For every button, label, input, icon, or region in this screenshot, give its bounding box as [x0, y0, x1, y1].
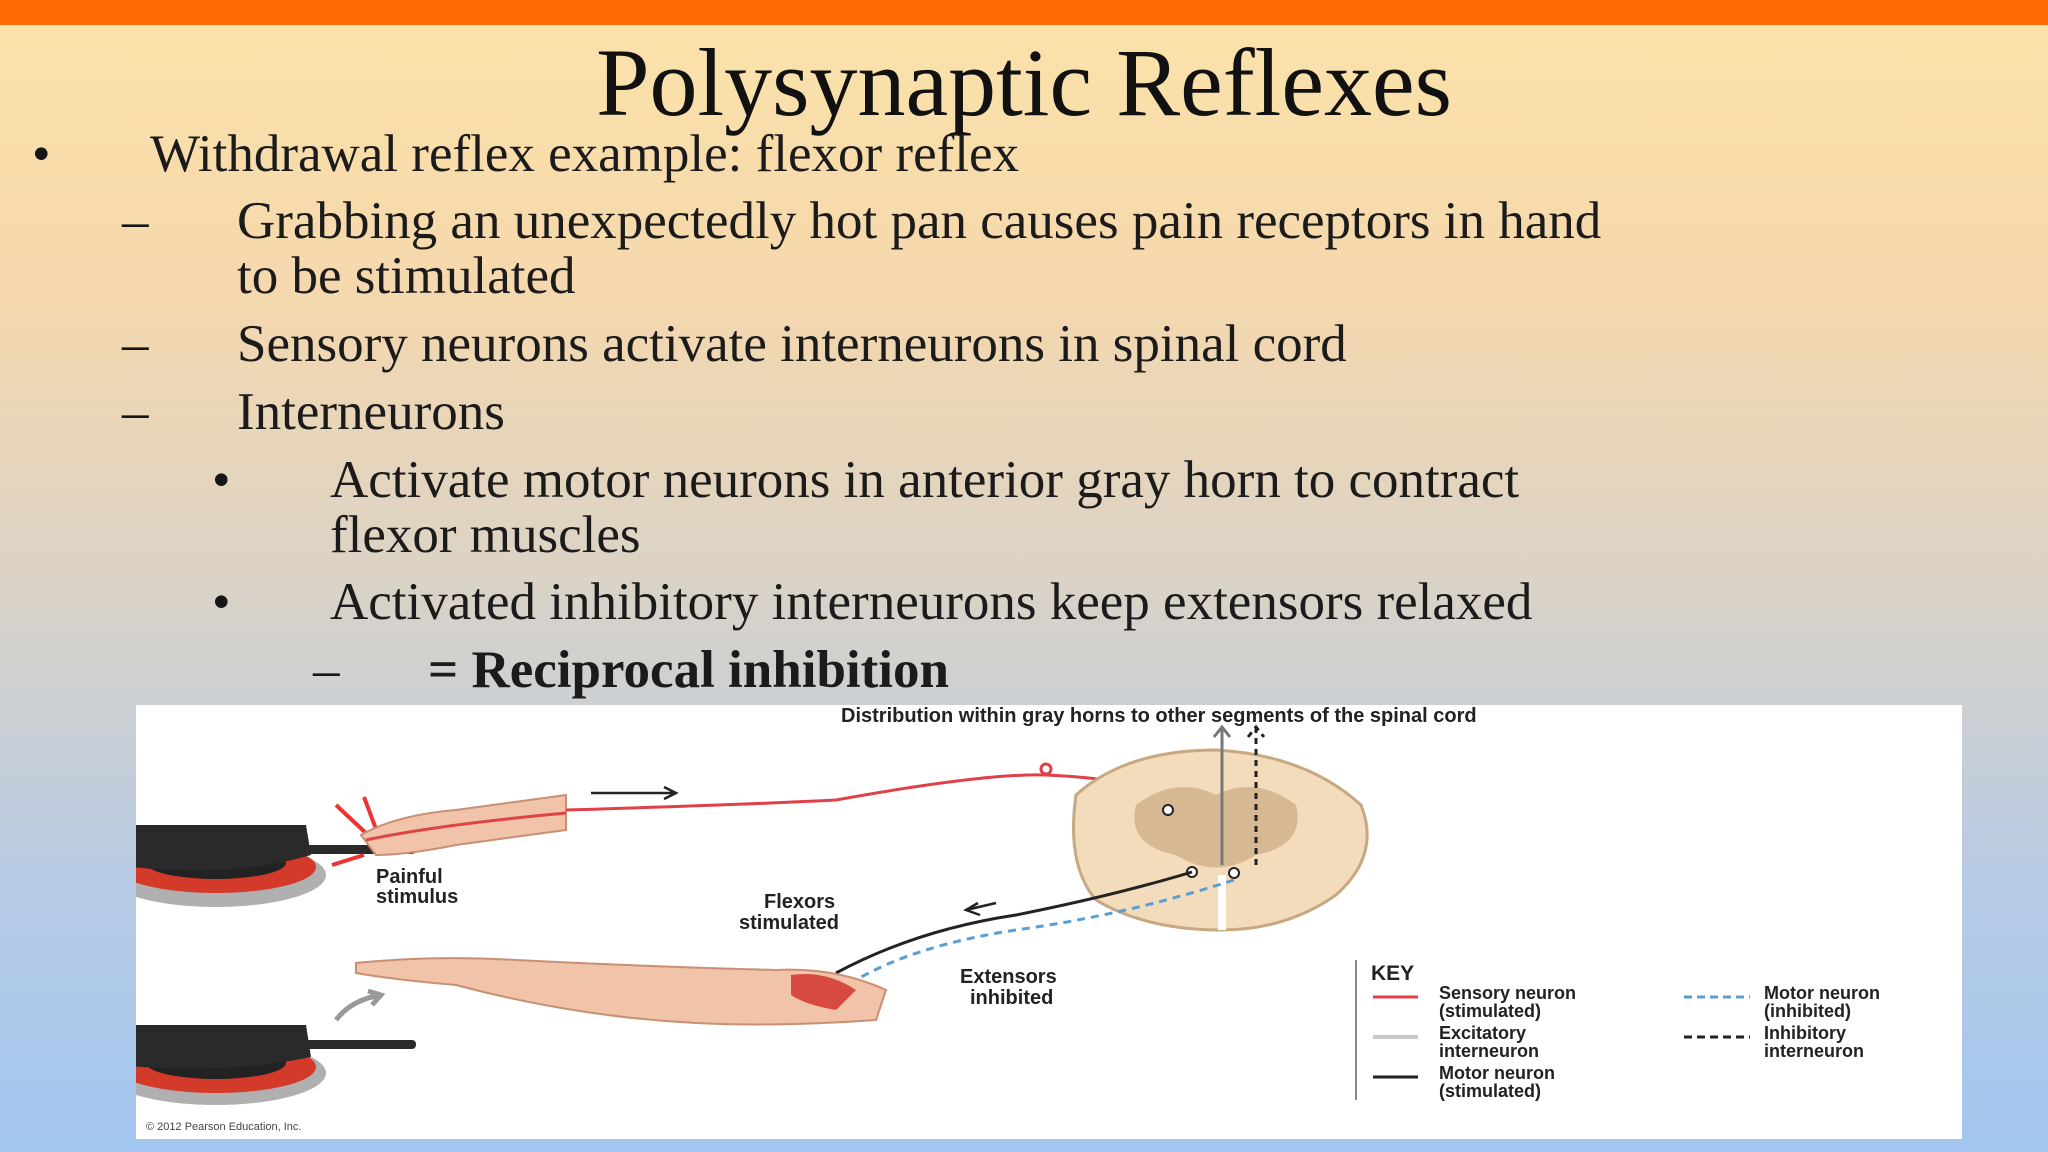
painful-stimulus-label-1: Painful [376, 866, 443, 888]
lower-arm [355, 957, 888, 1026]
legend-label-motor-inh-2: (inhibited) [1764, 1001, 1851, 1021]
top-accent-bar [0, 0, 2048, 25]
bullet-activate-motor-line2: flexor muscles [330, 506, 641, 564]
bullet-inhibitory-interneurons: Activated inhibitory interneurons keep e… [330, 573, 1533, 631]
extensors-label-1: Extensors [960, 966, 1057, 988]
bullet-marker: • [212, 573, 231, 631]
bullet-sensory-neurons: Sensory neurons activate interneurons in… [237, 315, 1347, 373]
flexors-label-2: stimulated [739, 912, 839, 934]
legend-label-sensory-1: Sensory neuron [1439, 983, 1576, 1003]
dash-marker: – [122, 383, 149, 441]
slide-title: Polysynaptic Reflexes [596, 29, 1452, 136]
bullet-activate-motor-line1: Activate motor neurons in anterior gray … [330, 451, 1520, 509]
motor-neuron-stimulated [835, 870, 1193, 975]
distribution-arrows [1212, 724, 1232, 865]
legend-title: KEY [1371, 962, 1414, 985]
legend-label-motor-stim-1: Motor neuron [1439, 1063, 1555, 1083]
flexors-label-1: Flexors [764, 891, 835, 913]
legend-label-inhibitory-1: Inhibitory [1764, 1023, 1846, 1043]
arrow-icon [334, 988, 386, 1022]
hot-pan-upper [136, 825, 416, 907]
bullet-interneurons: Interneurons [237, 383, 505, 441]
arrow-icon [963, 901, 997, 917]
spinal-cord-cross-section [1072, 748, 1369, 932]
bullet-hot-pan-line2: to be stimulated [237, 247, 576, 305]
arrow-icon [591, 785, 679, 801]
legend-label-sensory-2: (stimulated) [1439, 1001, 1541, 1021]
legend: KEY Sensory neuron (stimulated) Excitato… [1355, 960, 1880, 1101]
extensors-label-2: inhibited [970, 987, 1053, 1009]
reflex-diagram: Distribution within gray horns to other … [136, 705, 1962, 1139]
reflex-diagram-svg: Distribution within gray horns to other … [136, 705, 1880, 1133]
legend-label-inhibitory-2: interneuron [1764, 1041, 1864, 1061]
copyright: © 2012 Pearson Education, Inc. [146, 1121, 301, 1133]
hot-pan-lower [136, 1025, 416, 1105]
bullet-withdrawal-reflex: Withdrawal reflex example: flexor reflex [150, 125, 1019, 183]
pain-spark-icon [331, 796, 378, 867]
dash-marker: – [122, 192, 149, 250]
dash-marker: – [122, 315, 149, 373]
legend-label-excitatory-2: interneuron [1439, 1041, 1539, 1061]
legend-label-motor-inh-1: Motor neuron [1764, 983, 1880, 1003]
sensory-neuron-path [565, 773, 1137, 812]
legend-label-excitatory-1: Excitatory [1439, 1023, 1526, 1043]
legend-label-motor-stim-2: (stimulated) [1439, 1081, 1541, 1101]
painful-stimulus-label-2: stimulus [376, 886, 458, 908]
bullet-marker: • [32, 125, 51, 183]
bullet-reciprocal-inhibition: = Reciprocal inhibition [428, 641, 949, 699]
bullet-marker: • [212, 451, 231, 509]
distribution-label: Distribution within gray horns to other … [841, 705, 1477, 727]
bullet-hot-pan-line1: Grabbing an unexpectedly hot pan causes … [237, 192, 1602, 250]
dash-marker: – [313, 641, 340, 699]
